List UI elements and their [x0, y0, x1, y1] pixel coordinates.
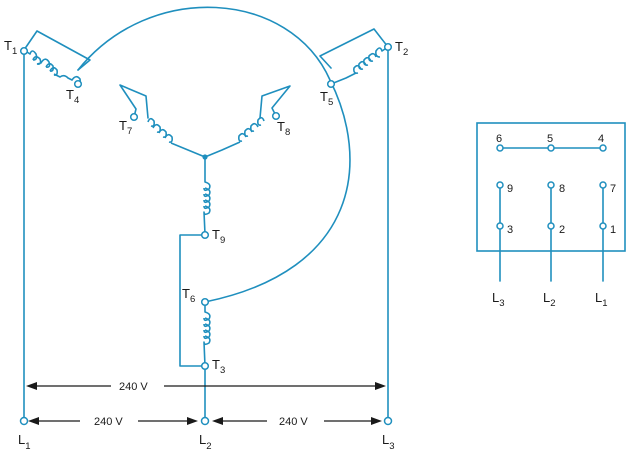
voltage-right-label: 240 V: [279, 416, 308, 428]
box-mid-8: 8: [559, 183, 565, 195]
terminal-t5: [326, 79, 336, 89]
terminal-t2: [383, 42, 393, 52]
box-top-4: 4: [598, 133, 604, 145]
terminal-t9: [200, 230, 210, 240]
terminal-t1: [19, 46, 29, 56]
box-label-l2: L2: [543, 290, 556, 309]
box-bot-3: 3: [507, 224, 513, 236]
terminal-t4: [73, 79, 83, 89]
wire-t8-bracket: [259, 85, 291, 119]
label-t7: T7: [119, 118, 132, 137]
terminal-l1: [19, 416, 29, 426]
label-l2: L2: [199, 432, 212, 452]
coil-t1-t4: [23, 49, 81, 85]
coil-t9: [203, 157, 211, 235]
terminal-t7: [129, 112, 139, 122]
box-mid-9: 9: [507, 183, 513, 195]
terminal-l3: [383, 416, 393, 426]
box-bot-2: 2: [559, 224, 565, 236]
wire-t2-bracket: [319, 28, 389, 69]
terminal-l2: [200, 416, 210, 426]
wire-t9-loop: [179, 234, 206, 367]
label-t3: T3: [212, 357, 225, 376]
coil-t7: [147, 117, 206, 158]
box-top-5: 5: [547, 133, 553, 145]
label-t8: T8: [277, 119, 290, 138]
box-bot-1: 1: [610, 224, 616, 236]
wire-t1-bracket: [23, 30, 91, 71]
box-top-6: 6: [496, 133, 502, 145]
dimension-left: 240 V: [28, 416, 198, 428]
label-t2: T2: [395, 39, 408, 58]
box-mid-7: 7: [610, 183, 616, 195]
label-l1: L1: [18, 432, 31, 452]
terminal-t6: [200, 297, 210, 307]
terminal-t3: [200, 361, 210, 371]
label-l3: L3: [382, 432, 395, 452]
dimension-right: 240 V: [212, 416, 382, 428]
label-t4: T4: [66, 87, 79, 106]
wire-t7-bracket: [119, 84, 149, 119]
voltage-left-label: 240 V: [94, 416, 123, 428]
label-t9: T9: [212, 227, 225, 246]
connection-arc: [77, 6, 351, 303]
label-t6: T6: [182, 286, 195, 305]
box-label-l1: L1: [595, 290, 608, 309]
dimension-top: 240 V: [26, 381, 386, 393]
label-t5: T5: [320, 89, 333, 108]
coil-t8: [204, 116, 265, 158]
terminal-t8: [271, 111, 281, 121]
terminal-box: 6 5 4 9 8 7 3 2 1 L3 L2 L1: [476, 122, 626, 309]
box-label-l3: L3: [492, 290, 505, 309]
coil-t6-t3: [203, 302, 211, 367]
voltage-top-label: 240 V: [119, 381, 148, 393]
star-point: [202, 154, 208, 160]
label-t1: T1: [4, 38, 17, 57]
coil-t2-t5: [330, 46, 389, 85]
